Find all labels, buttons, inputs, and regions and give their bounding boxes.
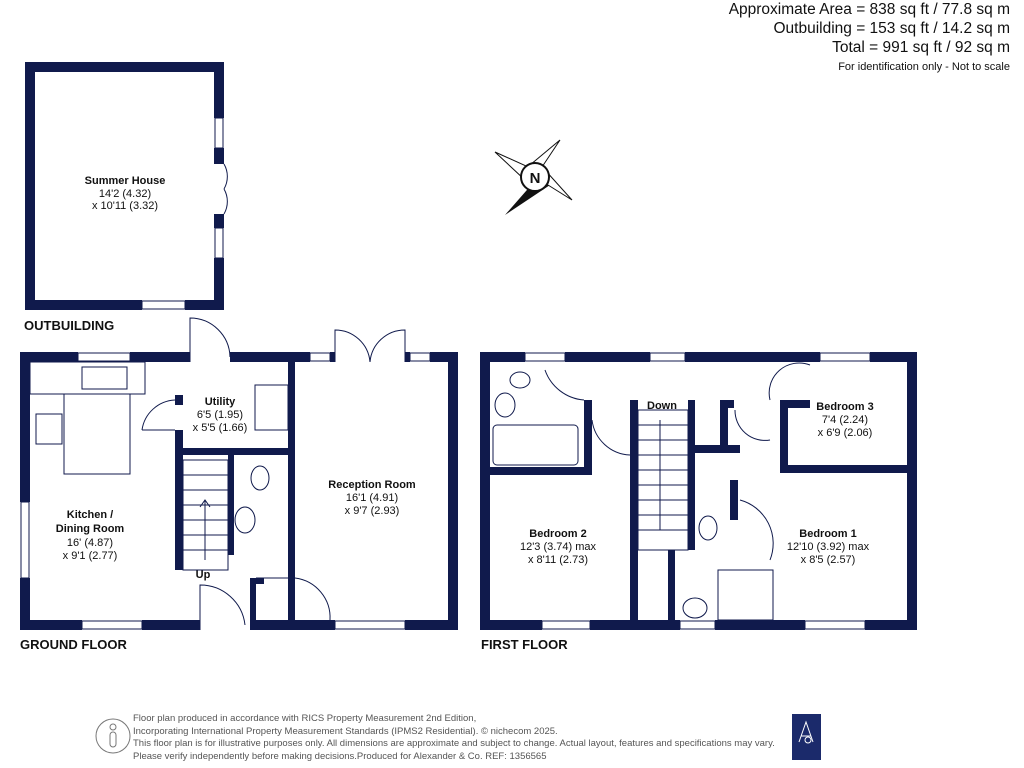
walls xyxy=(20,62,917,630)
outbuilding-area: Outbuilding = 153 sq ft / 14.2 sq m xyxy=(773,20,1010,37)
svg-text:Bedroom 3: Bedroom 3 xyxy=(816,401,873,413)
disclaimer-line: Floor plan produced in accordance with R… xyxy=(133,713,477,724)
windows xyxy=(20,117,871,630)
svg-text:Bedroom 2: Bedroom 2 xyxy=(529,528,586,540)
svg-text:x 10'11 (3.32): x 10'11 (3.32) xyxy=(92,200,158,212)
svg-text:N: N xyxy=(530,170,541,187)
svg-text:x 9'7 (2.93): x 9'7 (2.93) xyxy=(345,505,400,517)
north-compass-icon: N xyxy=(494,139,573,215)
svg-text:Kitchen /: Kitchen / xyxy=(67,509,113,521)
fixtures xyxy=(29,361,774,621)
svg-text:x 9'1 (2.77): x 9'1 (2.77) xyxy=(63,550,118,562)
svg-text:16' (4.87): 16' (4.87) xyxy=(67,537,113,549)
svg-text:Bedroom 1: Bedroom 1 xyxy=(799,528,856,540)
svg-text:12'3 (3.74) max: 12'3 (3.74) max xyxy=(520,541,597,553)
agency-logo xyxy=(792,714,821,760)
doors xyxy=(141,163,811,630)
svg-text:7'4 (2.24): 7'4 (2.24) xyxy=(822,414,868,426)
disclaimer-line: This floor plan is for illustrative purp… xyxy=(133,738,775,749)
svg-text:12'10 (3.92) max: 12'10 (3.92) max xyxy=(787,541,870,553)
svg-text:x 8'11 (2.73): x 8'11 (2.73) xyxy=(528,554,588,566)
disclaimer: Floor plan produced in accordance with R… xyxy=(133,713,775,763)
disclaimer-line: Please verify independently before makin… xyxy=(133,750,547,762)
svg-text:Reception Room: Reception Room xyxy=(328,479,416,491)
svg-text:Down: Down xyxy=(647,400,677,412)
svg-text:x 6'9 (2.06): x 6'9 (2.06) xyxy=(818,427,873,439)
approximate-area: Approximate Area = 838 sq ft / 77.8 sq m xyxy=(728,1,1010,18)
svg-text:FIRST FLOOR: FIRST FLOOR xyxy=(481,637,568,652)
svg-text:Utility: Utility xyxy=(205,396,236,408)
disclaimer-line: Incorporating International Property Mea… xyxy=(133,725,558,737)
svg-text:GROUND FLOOR: GROUND FLOOR xyxy=(20,637,127,652)
svg-text:Up: Up xyxy=(196,569,211,581)
svg-text:x 8'5 (2.57): x 8'5 (2.57) xyxy=(801,554,856,566)
svg-text:x 5'5 (1.66): x 5'5 (1.66) xyxy=(193,422,248,434)
room-labels: Summer House 14'2 (4.32) x 10'11 (3.32) … xyxy=(20,175,874,652)
svg-text:14'2 (4.32): 14'2 (4.32) xyxy=(99,188,151,200)
person-info-icon xyxy=(95,718,131,754)
floor-label: OUTBUILDING xyxy=(24,318,114,333)
room-name: Summer House xyxy=(85,175,166,187)
svg-text:Dining Room: Dining Room xyxy=(56,523,125,535)
stairs xyxy=(182,409,689,571)
scale-note: For identification only - Not to scale xyxy=(838,61,1010,73)
total-area: Total = 991 sq ft / 92 sq m xyxy=(832,39,1010,56)
svg-text:16'1 (4.91): 16'1 (4.91) xyxy=(346,492,398,504)
svg-text:6'5 (1.95): 6'5 (1.95) xyxy=(197,409,243,421)
